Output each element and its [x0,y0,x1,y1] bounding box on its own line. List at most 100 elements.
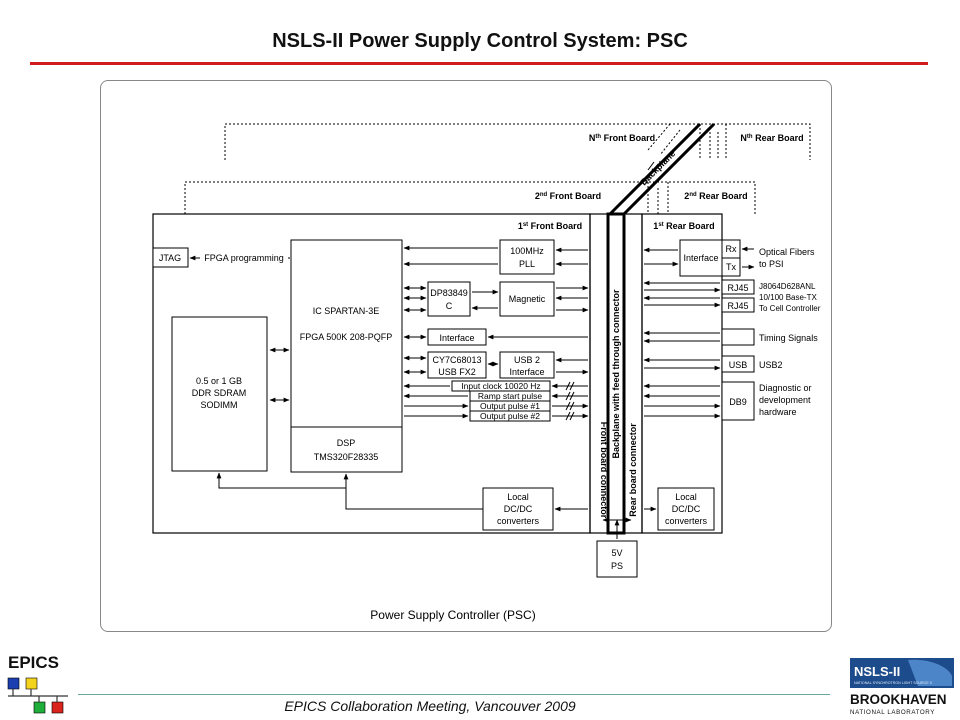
nth-front-board-label: Nth Front Board [589,133,655,143]
rj45-port-2 [721,297,755,313]
db9-links [643,383,721,419]
first-rear-board [641,213,723,534]
output-pulse-2-label: Output pulse #2 [480,411,540,421]
output-pulse-1-label: Output pulse #1 [480,401,540,411]
dp83849-label-1: DP83849 [430,288,468,298]
ethernet-label-3: To Cell Controller [759,304,821,313]
diagram-caption: Power Supply Controller (PSC) [370,608,535,622]
rear-dcdc-label-3: converters [665,516,708,526]
svg-text:NATIONAL SYNCHROTRON LIGHT SOU: NATIONAL SYNCHROTRON LIGHT SOURCE II [854,681,932,685]
backplane-band [608,122,716,216]
rear-interface-block [679,239,723,277]
jtag-block [152,247,189,268]
first-rear-board-label: 1st Rear Board [653,221,714,231]
rj45-label-2: RJ45 [727,301,748,311]
dsp-block [290,426,403,473]
rj45-port-1 [721,279,755,295]
sdram-block [171,316,268,472]
rj45-label-1: RJ45 [727,283,748,293]
optical-fibers-label-2: to PSI [759,259,784,269]
dp-links [403,285,499,313]
sdram-links [269,347,290,403]
usb2-interface-label-1: USB 2 [514,355,540,365]
db9-port [721,381,755,421]
rear-interface-links [643,246,755,270]
usb-label: USB [729,360,748,370]
optical-fibers-label-1: Optical Fibers [759,247,815,257]
magnetic-label: Magnetic [509,294,546,304]
pll-label-2: PLL [519,259,535,269]
fpga-label-1: IC SPARTAN-3E [313,306,380,316]
second-board-outline [184,181,756,214]
title-rule [30,62,928,65]
rear-dcdc-label-1: Local [675,492,697,502]
epics-logo: EPICS [7,653,68,714]
timing-links [643,330,720,344]
svg-text:EPICS: EPICS [8,653,59,672]
signal-boxes [451,380,551,422]
jtag-label: JTAG [159,253,181,263]
rear-interface-label: Interface [683,253,718,263]
usb2-interface-block [499,351,555,379]
front-interface-block [427,328,487,346]
sdram-label-2: DDR SDRAM [192,388,247,398]
sdram-label-1: 0.5 or 1 GB [196,376,242,386]
ramp-start-label: Ramp start pulse [478,391,543,401]
dsp-label-1: DSP [337,438,356,448]
diagnostic-label-3: hardware [759,407,797,417]
fpga-block [290,239,403,428]
power-supply-block [596,540,638,578]
diagnostic-label-1: Diagnostic or [759,383,812,393]
cy7c68013-label-2: USB FX2 [438,367,476,377]
magnetic-links [555,285,589,313]
slide-title: NSLS-II Power Supply Control System: PSC [272,30,688,52]
first-front-board-label: 1st Front Board [518,221,582,231]
nth-board-outline [224,123,811,160]
ps-links [602,517,632,539]
ethernet-label-1: J8064D628ANL [759,282,816,291]
pll-links [403,245,588,267]
diagnostic-label-2: development [759,395,811,405]
power-supply-label-2: PS [611,561,623,571]
fpga-programming-label: FPGA programming [204,253,284,263]
usb2-external-label: USB2 [759,360,783,370]
rear-dcdc-block [657,487,715,531]
front-dcdc-label-1: Local [507,492,529,502]
cy7c68013-label-1: CY7C68013 [432,355,481,365]
footer-rule [78,694,830,695]
db9-label: DB9 [729,397,747,407]
usb-port [721,355,755,373]
front-interface-label: Interface [439,333,474,343]
rear-board-connector-label: Rear board connector [628,423,638,517]
second-front-board-label: 2nd Front Board [535,191,601,201]
rj45-links [643,280,721,308]
brookhaven-logo: NSLS-II NATIONAL SYNCHROTRON LIGHT SOURC… [850,658,954,716]
usb-links [403,355,589,375]
front-dcdc-label-2: DC/DC [504,504,533,514]
timing-signals-label: Timing Signals [759,333,818,343]
timing-port [721,328,755,346]
fpga-label-2: FPGA 500K 208-PQFP [300,332,393,342]
usb-port-links [643,357,721,371]
input-clock-label: Input clock 10020 Hz [461,381,540,391]
cy7c68013-block [427,351,487,379]
svg-text:BROOKHAVEN: BROOKHAVEN [850,692,947,707]
power-supply-label-1: 5V [611,548,622,558]
pll-label-1: 100MHz [510,246,544,256]
sdram-label-3: SODIMM [201,400,238,410]
footer-text: EPICS Collaboration Meeting, Vancouver 2… [284,698,576,714]
usb2-interface-label-2: Interface [509,367,544,377]
ethernet-label-2: 10/100 Base-TX [759,293,817,302]
dsp-label-2: TMS320F28335 [314,452,379,462]
rear-dcdc-label-2: DC/DC [672,504,701,514]
magnetic-block [499,281,555,317]
power-links [216,472,657,512]
tx-label: Tx [726,262,736,272]
pll-block [499,239,555,275]
front-dcdc-label-3: converters [497,516,540,526]
rx-label: Rx [726,244,737,254]
signal-links [403,381,589,421]
svg-text:NATIONAL LABORATORY: NATIONAL LABORATORY [850,709,935,716]
second-rear-board-label: 2nd Rear Board [684,191,747,201]
